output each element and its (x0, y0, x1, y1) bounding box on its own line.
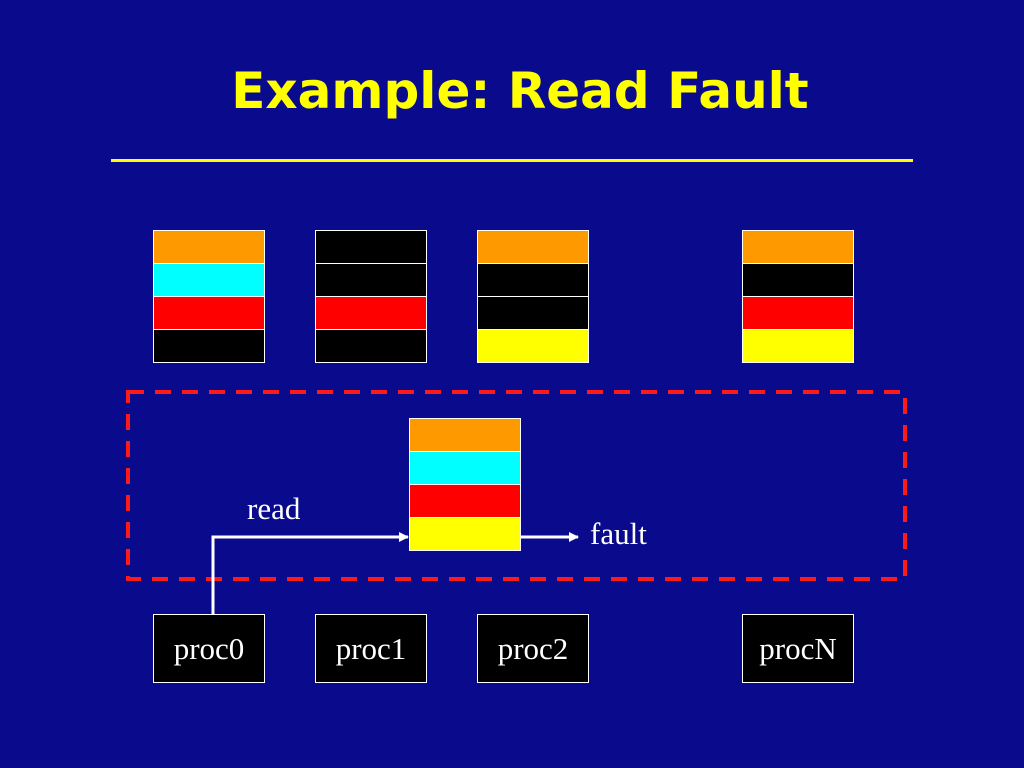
memory-block-red (153, 296, 265, 330)
memory-block-black (315, 329, 427, 363)
read-arrow (211, 532, 409, 614)
memory-block-orange (477, 230, 589, 264)
title-underline (111, 159, 913, 162)
proc0-box: proc0 (153, 614, 265, 683)
memory-block-red (742, 296, 854, 330)
slide-title: Example: Read Fault (231, 62, 809, 120)
local-cache-procN (742, 230, 854, 363)
memory-block-red (315, 296, 427, 330)
memory-block-yellow (742, 329, 854, 363)
read-label: read (247, 491, 301, 526)
proc2-box: proc2 (477, 614, 589, 683)
local-cache-proc1 (315, 230, 427, 363)
memory-block-black (477, 263, 589, 297)
memory-block-black (742, 263, 854, 297)
fault-label: fault (590, 516, 647, 551)
procN-box: procN (742, 614, 854, 683)
memory-block-orange (153, 230, 265, 264)
local-cache-proc0 (153, 230, 265, 363)
memory-block-cyan (409, 451, 521, 485)
memory-block-yellow (409, 517, 521, 551)
memory-block-orange (409, 418, 521, 452)
shared-memory-stack (409, 418, 521, 551)
memory-block-black (153, 329, 265, 363)
shared-memory-boundary (126, 390, 907, 581)
local-cache-proc2 (477, 230, 589, 363)
memory-block-cyan (153, 263, 265, 297)
memory-block-yellow (477, 329, 589, 363)
proc1-box: proc1 (315, 614, 427, 683)
memory-block-red (409, 484, 521, 518)
